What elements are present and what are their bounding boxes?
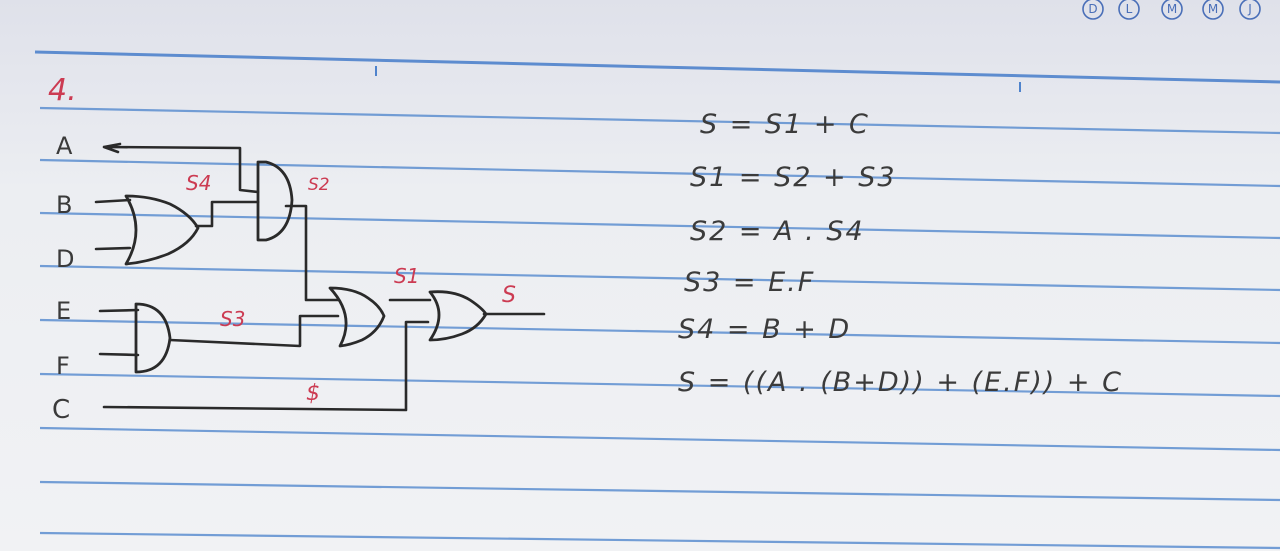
rule-line — [39, 480, 1280, 502]
equation-s4: S4 = B + D — [678, 314, 851, 345]
equation-s2: S2 = A . S4 — [690, 216, 865, 247]
wire-e — [98, 308, 140, 313]
and-gate-s2 — [256, 160, 294, 242]
rule-line — [39, 264, 1280, 292]
rule-line — [39, 372, 1280, 398]
wire-s2 — [284, 204, 340, 302]
rule-line — [39, 211, 1280, 240]
gates — [124, 160, 488, 374]
equation-s: S = S1 + C — [700, 109, 870, 140]
problem-number: 4. — [48, 73, 77, 108]
or-gate-s1 — [328, 286, 386, 348]
input-label-f: F — [56, 352, 70, 380]
input-label-e: E — [56, 297, 71, 325]
input-label-d: D — [56, 245, 74, 273]
rule-line — [39, 426, 1280, 452]
corner-mark-circle — [1239, 0, 1261, 20]
input-labels: A B D E F C — [52, 132, 74, 425]
input-label-b: B — [56, 191, 72, 219]
or-gate-s — [428, 290, 488, 342]
wire-c — [102, 320, 430, 412]
wire-a — [102, 142, 260, 194]
or-gate-s4 — [124, 194, 200, 266]
equation-s1: S1 = S2 + S3 — [690, 162, 897, 193]
rule-line — [39, 106, 1280, 135]
corner-mark-letter: L — [1126, 2, 1133, 16]
signal-label-s2: S2 — [308, 175, 330, 195]
corner-mark-circle — [1202, 0, 1224, 20]
equations: S = S1 + C S1 = S2 + S3 S2 = A . S4 S3 =… — [678, 109, 1123, 398]
corner-mark-letter: J — [1247, 2, 1252, 16]
ruled-lines — [34, 50, 1280, 550]
rule-line — [39, 158, 1280, 188]
wire-f — [98, 352, 140, 357]
wire-s4 — [194, 200, 260, 228]
corner-mark-letter: D — [1088, 2, 1097, 16]
signal-label-dollar: $ — [306, 381, 320, 406]
equation-s3: S3 = E.F — [684, 267, 815, 298]
corner-mark-circle — [1082, 0, 1104, 20]
wire-s3 — [168, 314, 340, 348]
corner-mark-letter: M — [1208, 2, 1218, 16]
wire-b — [94, 198, 132, 204]
rule-line — [39, 531, 1280, 550]
corner-marks: D L M M J — [1082, 0, 1261, 20]
corner-mark-circle — [1161, 0, 1183, 20]
wire-d — [94, 246, 132, 251]
input-label-a: A — [56, 132, 73, 160]
signal-label-s1: S1 — [394, 264, 419, 288]
input-label-c: C — [52, 395, 70, 425]
signal-label-s3: S3 — [220, 307, 245, 331]
and-gate-s3 — [134, 302, 172, 374]
equation-s-expanded: S = ((A . (B+D)) + (E.F)) + C — [678, 367, 1123, 398]
corner-mark-letter: M — [1167, 2, 1177, 16]
signal-label-s4: S4 — [186, 171, 211, 195]
signal-labels: S4 S2 S3 S1 S $ — [186, 171, 516, 406]
rule-line — [39, 318, 1280, 345]
top-rule-line — [34, 50, 1280, 84]
signal-label-s: S — [502, 283, 516, 308]
corner-mark-circle — [1118, 0, 1140, 20]
wires — [94, 142, 546, 412]
